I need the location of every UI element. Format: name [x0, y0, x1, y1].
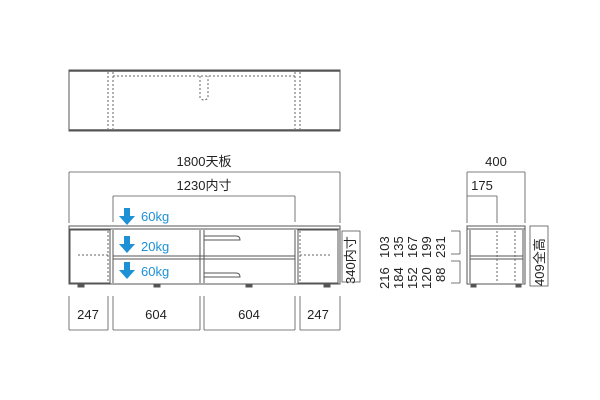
top-board-width-label: 1800天板 [177, 154, 232, 169]
load-markers: 60kg 20kg 60kg [119, 208, 169, 279]
foot [153, 283, 161, 288]
load-marker-bottom: 60kg [119, 262, 169, 279]
top-view-outline [68, 69, 341, 132]
side-view-body [466, 225, 526, 285]
load-label-top: 60kg [141, 209, 169, 224]
top-view [68, 69, 341, 132]
shelf-height-value: 231 [433, 236, 448, 258]
total-height-dimension [529, 225, 549, 287]
front-view-body [68, 225, 341, 285]
front-dimension-lines [68, 171, 341, 223]
load-label-middle: 20kg [141, 239, 169, 254]
shelf-height-value: 135 [391, 236, 406, 258]
top-view-hidden-lines [107, 72, 301, 129]
shelf-height-value: 216 [377, 267, 392, 289]
depth-label: 400 [485, 154, 507, 169]
foot [470, 283, 477, 288]
total-height-label: 409全高 [532, 238, 547, 286]
inner-height-label: 340内寸 [343, 236, 358, 284]
cable-opening-lower [204, 272, 241, 278]
down-arrow-icon [119, 270, 135, 279]
shelf-height-value: 184 [391, 267, 406, 289]
compartment-width-left: 247 [77, 307, 99, 322]
inner-width-label: 1230内寸 [177, 178, 232, 193]
shelf-height-value: 199 [419, 236, 434, 258]
down-arrow-icon [119, 244, 135, 253]
shelf-height-value: 103 [377, 236, 392, 258]
compartment-dimension-lines [68, 296, 341, 331]
front-view-hidden-lines [78, 231, 330, 282]
cable-opening-upper [204, 235, 241, 241]
shelf-height-value: 152 [405, 267, 420, 289]
foot [77, 283, 85, 288]
down-arrow-icon [119, 216, 135, 225]
right-door-panel [297, 229, 339, 284]
shelf-height-value: 120 [419, 267, 434, 289]
foot [245, 283, 253, 288]
front-view [68, 225, 341, 288]
side-dimension-lines [451, 171, 526, 284]
compartment-width-right: 247 [307, 307, 329, 322]
compartment-width-center-right: 604 [238, 307, 260, 322]
side-view [466, 225, 526, 288]
shelf-height-value: 167 [405, 236, 420, 258]
foot [323, 283, 331, 288]
load-marker-top: 60kg [119, 208, 169, 225]
load-label-bottom: 60kg [141, 264, 169, 279]
shelf-height-values: 216 103 184 135 152 167 120 199 88 231 [377, 236, 448, 289]
inner-height-dimension [341, 230, 361, 283]
left-door-panel [69, 229, 111, 284]
load-marker-middle: 20kg [119, 236, 169, 254]
compartment-width-center-left: 604 [145, 307, 167, 322]
inner-depth-label: 175 [471, 178, 493, 193]
shelf-height-value: 88 [433, 268, 448, 282]
side-view-hidden-lines [496, 231, 516, 282]
foot [515, 283, 522, 288]
